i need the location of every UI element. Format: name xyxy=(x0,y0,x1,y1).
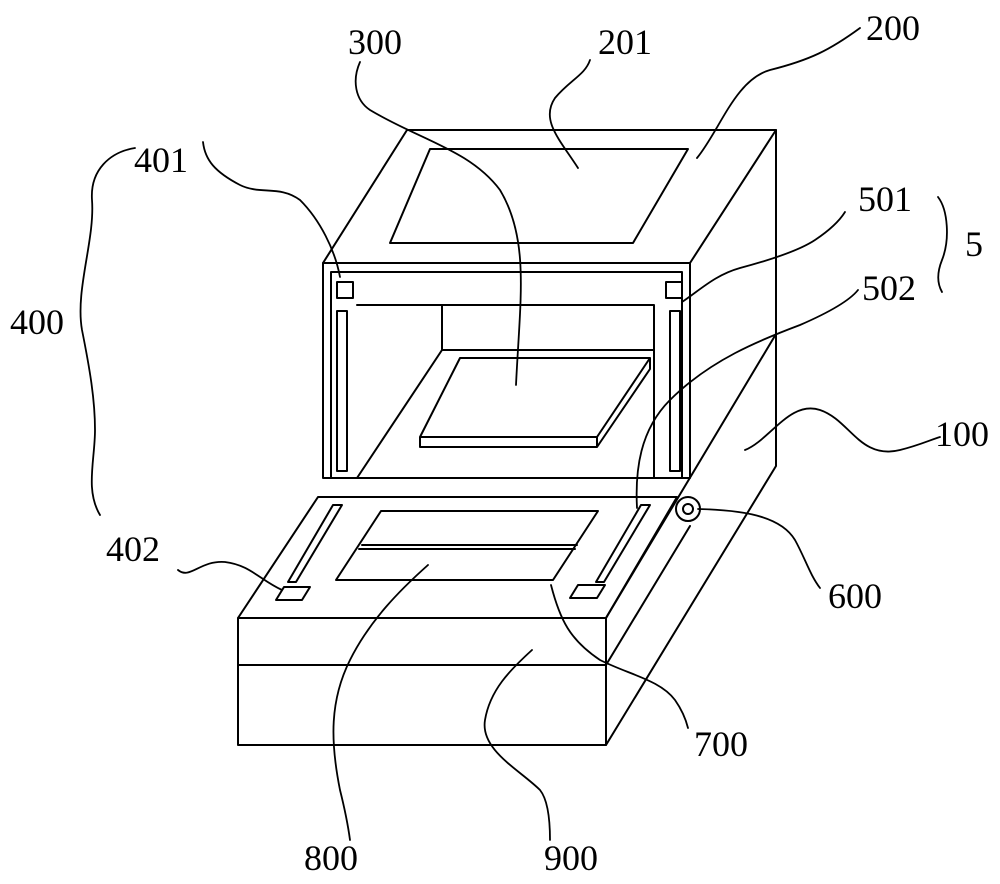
hinge-outer xyxy=(675,496,701,522)
leader-400 xyxy=(79,147,136,516)
display-panel-201 xyxy=(389,148,689,244)
cavity-opening xyxy=(356,304,655,479)
label-900: 900 xyxy=(544,838,598,878)
leader-502 xyxy=(635,289,859,509)
base-right-face xyxy=(605,333,777,746)
reference-numerals: 100 200 201 300 400 401 402 5 501 502 60… xyxy=(10,8,989,878)
pad-right xyxy=(569,584,606,599)
label-300: 300 xyxy=(348,22,402,62)
leader-lines xyxy=(79,27,948,841)
leader-5 xyxy=(937,196,948,293)
label-201: 201 xyxy=(598,22,652,62)
label-501: 501 xyxy=(858,179,912,219)
leader-300 xyxy=(354,61,522,386)
scan-window-800 xyxy=(335,510,599,581)
cavity-back-wall xyxy=(441,304,655,351)
leader-800 xyxy=(332,564,429,841)
base-front-face xyxy=(237,617,607,746)
cavity-floor-edge xyxy=(356,349,443,479)
leader-401 xyxy=(202,141,341,278)
leader-900 xyxy=(483,649,551,841)
label-400: 400 xyxy=(10,302,64,342)
label-600: 600 xyxy=(828,576,882,616)
label-502: 502 xyxy=(862,268,916,308)
leader-402 xyxy=(177,561,283,591)
hinge-inner xyxy=(682,503,694,515)
label-700: 700 xyxy=(694,724,748,764)
inner-cavity xyxy=(356,304,655,479)
slot-left-lower xyxy=(287,504,343,583)
leader-501 xyxy=(681,211,846,303)
sensor-501 xyxy=(665,281,683,299)
sensor-401 xyxy=(336,281,354,299)
scan-strip-700 xyxy=(358,544,578,550)
lid-inner-frame xyxy=(330,271,683,479)
label-800: 800 xyxy=(304,838,358,878)
slot-left-upper xyxy=(336,310,348,472)
base-housing xyxy=(237,333,777,746)
label-100: 100 xyxy=(935,414,989,454)
label-401: 401 xyxy=(134,140,188,180)
platform-300 xyxy=(419,357,651,448)
label-200: 200 xyxy=(866,8,920,48)
leader-700 xyxy=(550,584,689,729)
pad-402 xyxy=(275,586,311,601)
leader-100 xyxy=(744,407,941,453)
hinge-600 xyxy=(675,496,701,522)
leader-200 xyxy=(696,27,861,159)
leader-600 xyxy=(697,508,821,589)
label-402: 402 xyxy=(106,529,160,569)
leader-201 xyxy=(549,59,591,169)
slot-right-lower-502 xyxy=(595,504,651,583)
label-5: 5 xyxy=(965,224,983,264)
